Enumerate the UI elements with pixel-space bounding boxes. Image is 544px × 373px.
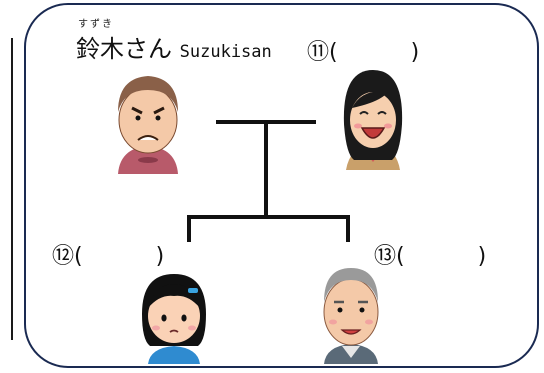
heading-title: 鈴木さん Suzukisan [76,29,272,64]
blank-13-answer-field[interactable]: ⑬( ) [374,244,487,269]
family-tree-panel [24,3,539,368]
grandmother-laughing-illustration [343,70,403,170]
heading-name-romaji: Suzukisan [179,42,272,62]
left-margin-line [11,38,13,340]
blank-11-answer-field[interactable]: ⑪( ) [307,40,420,65]
heading-name-jp: 鈴木さん [76,35,172,63]
man-adult-illustration [323,268,379,364]
blank-12-answer-field[interactable]: ⑫( ) [52,244,165,269]
furigana: すずき [78,19,114,30]
girl-child-illustration [142,274,206,364]
grandfather-angry-illustration [118,76,178,174]
